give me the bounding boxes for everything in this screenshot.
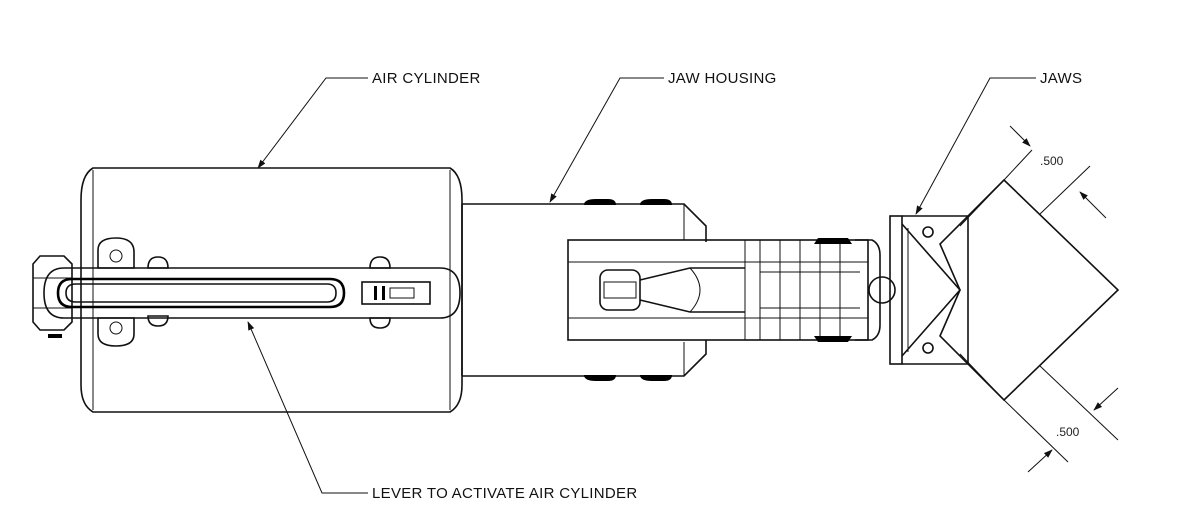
callout-jaws: JAWS bbox=[915, 70, 1082, 215]
dimension-upper-value: .500 bbox=[1040, 154, 1064, 168]
dimension-upper: .500 bbox=[1003, 125, 1107, 219]
label-jaws: JAWS bbox=[1040, 70, 1082, 87]
label-jaw-housing: JAW HOUSING bbox=[668, 70, 777, 87]
lever bbox=[43, 267, 461, 319]
air-cylinder bbox=[32, 167, 463, 413]
callout-lever: LEVER TO ACTIVATE AIR CYLINDER bbox=[247, 321, 637, 502]
callout-jaw-housing: JAW HOUSING bbox=[549, 70, 777, 203]
dimension-lower: .500 bbox=[1003, 365, 1119, 473]
dimension-lower-value: .500 bbox=[1056, 425, 1080, 439]
label-lever: LEVER TO ACTIVATE AIR CYLINDER bbox=[372, 485, 637, 502]
callout-air-cylinder: AIR CYLINDER bbox=[257, 70, 481, 169]
label-air-cylinder: AIR CYLINDER bbox=[372, 70, 481, 87]
jaw-housing bbox=[461, 199, 896, 381]
jaws bbox=[889, 178, 1120, 402]
